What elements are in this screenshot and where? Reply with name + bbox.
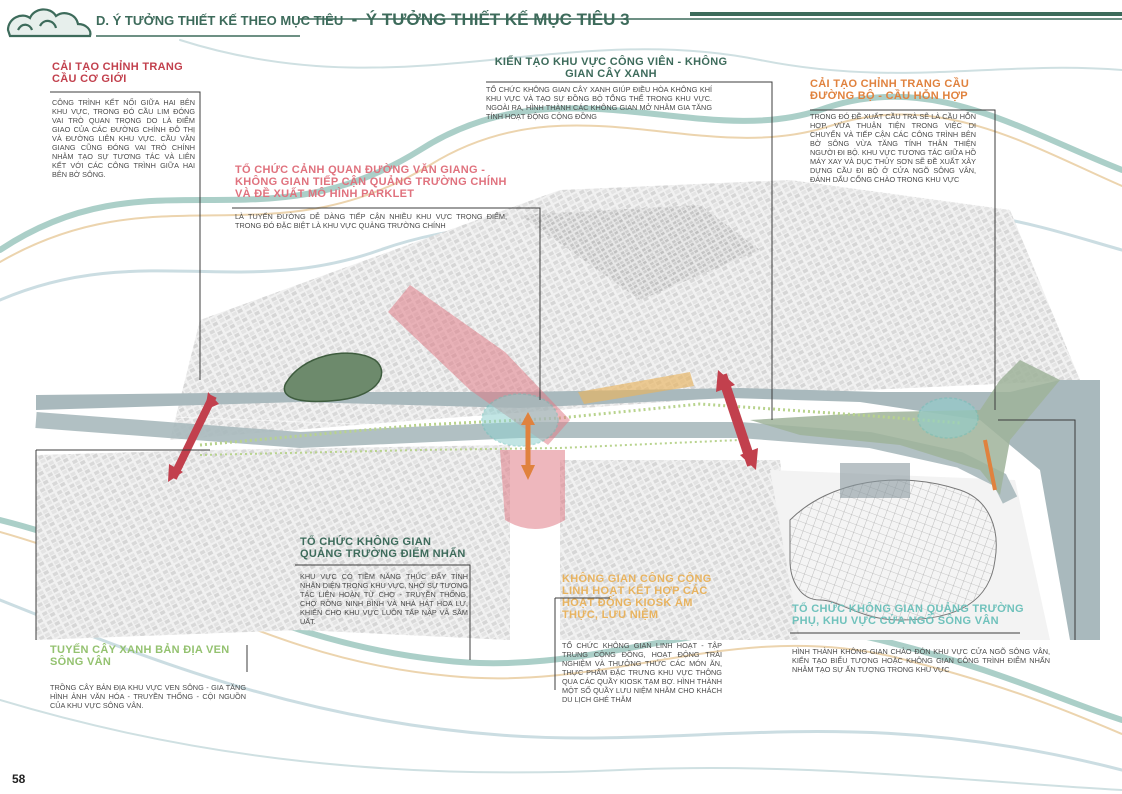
- note-body-kiosk-space: TỔ CHỨC KHÔNG GIAN LINH HOẠT - TẬP TRUNG…: [562, 641, 722, 704]
- note-title-road-bridge: CẢI TẠO CHỈNH TRANG CẦU ĐƯỜNG BỘ - CẦU H…: [810, 78, 970, 102]
- title-separator: -: [351, 10, 358, 29]
- note-body-riverside-trees: TRỒNG CÂY BẢN ĐỊA KHU VỰC VEN SÔNG - GIA…: [50, 683, 246, 710]
- note-body-main-square: KHU VỰC CÓ TIỀM NĂNG THÚC ĐẨY TÍNH NHẬN …: [300, 572, 468, 626]
- note-title-riverside-trees: TUYẾN CÂY XANH BẢN ĐỊA VEN SÔNG VÂN: [50, 644, 230, 668]
- note-title-mechanical-bridge: CẢI TẠO CHỈNH TRANG CẦU CƠ GIỚI: [52, 61, 183, 85]
- note-title-kiosk-space: KHÔNG GIAN CÔNG CỘNG LINH HOẠT KẾT HỢP C…: [562, 573, 712, 621]
- goal-title: Ý TƯỞNG THIẾT KẾ MỤC TIÊU 3: [365, 10, 630, 29]
- note-title-van-giang-street: TỔ CHỨC CẢNH QUAN ĐƯỜNG VĂN GIANG - KHÔN…: [235, 164, 507, 200]
- note-title-gateway-square: TỔ CHỨC KHÔNG GIAN QUẢNG TRƯỜNG PHỤ, KHU…: [792, 603, 1024, 627]
- page-number: 58: [12, 772, 26, 786]
- note-body-road-bridge: TRONG ĐÓ ĐỀ XUẤT CẦU TRÀ SẼ LÀ CẦU HỖN H…: [810, 112, 976, 184]
- note-body-park: TỔ CHỨC KHÔNG GIAN CÂY XANH GIÚP ĐIỀU HÒ…: [486, 85, 712, 121]
- note-body-mechanical-bridge: CÔNG TRÌNH KẾT NỐI GIỮA HAI BÊN KHU VỰC,…: [52, 98, 195, 179]
- section-title: D. Ý TƯỞNG THIẾT KẾ THEO MỤC TIÊU: [96, 13, 344, 28]
- note-title-main-square: TỔ CHỨC KHÔNG GIAN QUẢNG TRƯỜNG ĐIỂM NHẤ…: [300, 536, 466, 560]
- note-title-park: KIẾN TẠO KHU VỰC CÔNG VIÊN - KHÔNG GIAN …: [494, 56, 728, 80]
- page-header: D. Ý TƯỞNG THIẾT KẾ THEO MỤC TIÊU - Ý TƯ…: [96, 10, 796, 40]
- note-body-van-giang-street: LÀ TUYẾN ĐƯỜNG DỄ DÀNG TIẾP CẬN NHIỀU KH…: [235, 212, 507, 230]
- note-body-gateway-square: HÌNH THÀNH KHÔNG GIAN CHÀO ĐÓN KHU VỰC C…: [792, 647, 1050, 674]
